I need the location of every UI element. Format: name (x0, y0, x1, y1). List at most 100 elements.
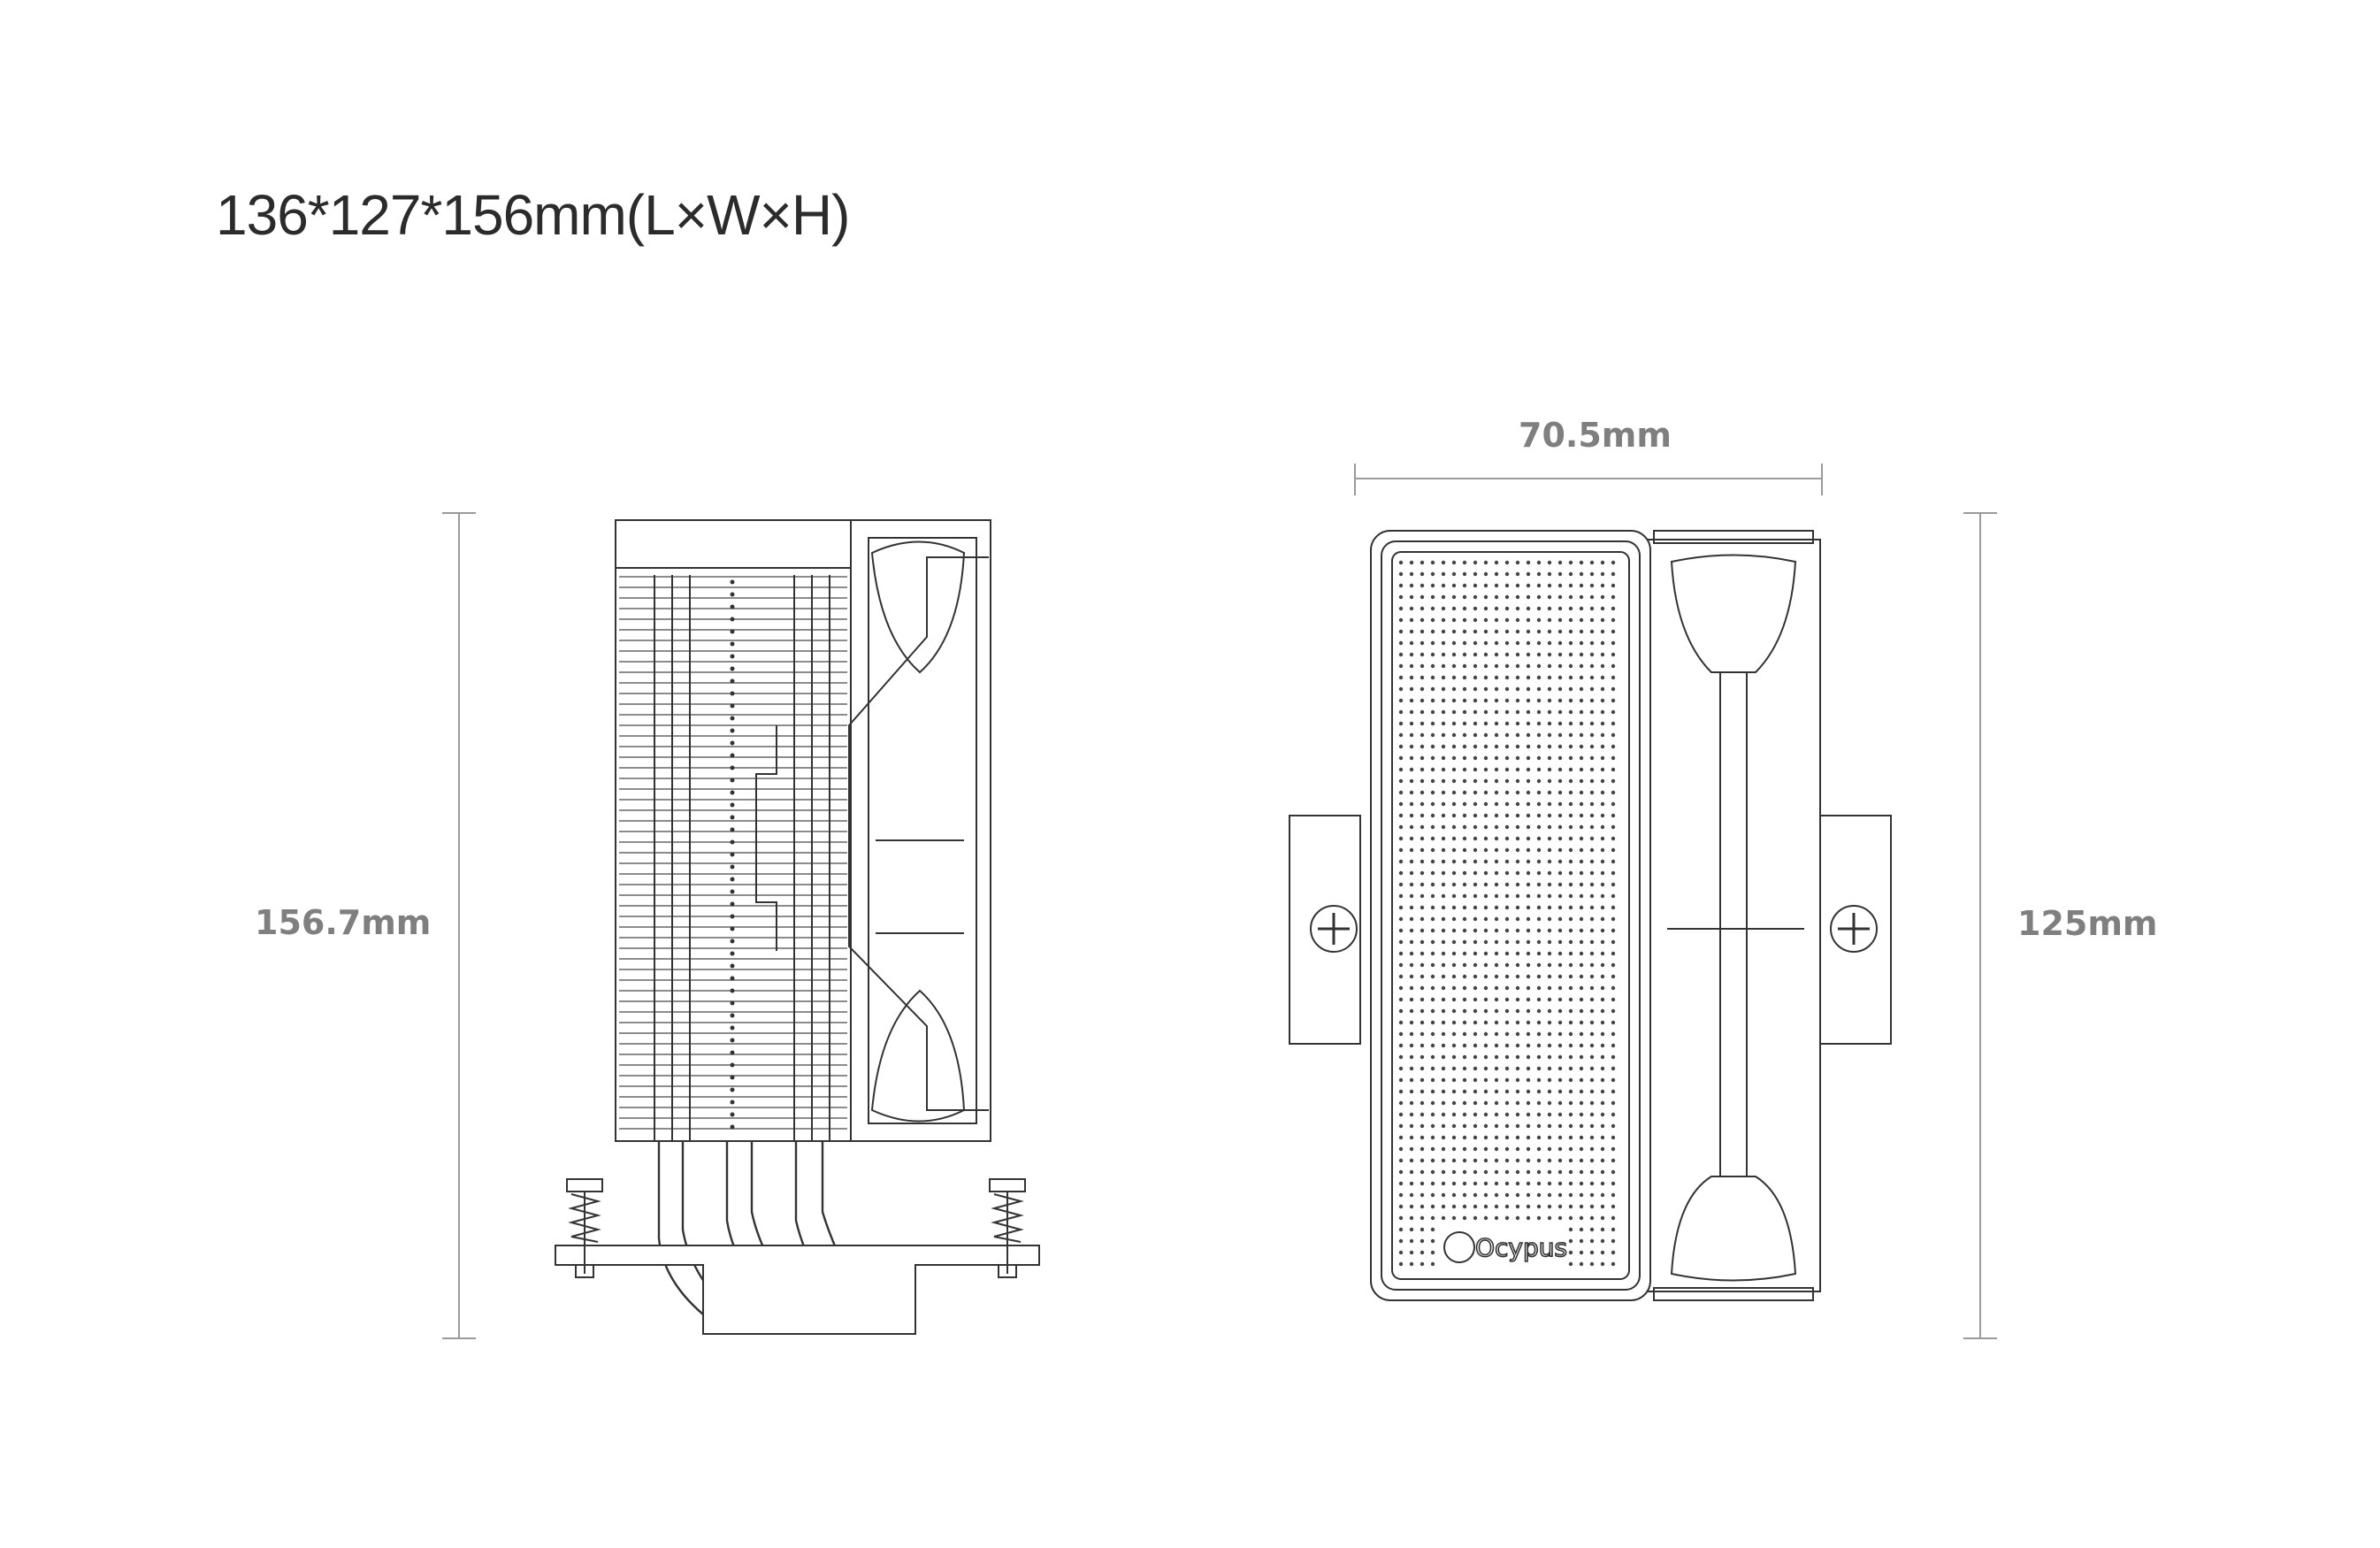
grille-dot (1515, 732, 1520, 738)
grille-dot (1611, 755, 1616, 761)
grille-dot (1579, 1077, 1584, 1083)
grille-dot (1611, 1031, 1616, 1037)
grille-dot (1547, 560, 1552, 565)
grille-dot (1504, 859, 1510, 864)
grille-dot (1441, 790, 1446, 795)
grille-dot (1420, 675, 1425, 680)
grille-dot (1579, 1215, 1584, 1221)
grille-dot (1451, 836, 1457, 841)
grille-dot (1451, 905, 1457, 910)
grille-dot (1568, 997, 1573, 1002)
grille-dot (1451, 767, 1457, 772)
grille-dot (1611, 1008, 1616, 1014)
grille-dot (1483, 744, 1488, 749)
grille-dot (1462, 870, 1467, 876)
grille-dot (1473, 790, 1478, 795)
grille-dot (1589, 790, 1595, 795)
grille-dot (1473, 1054, 1478, 1060)
grille-dot (1536, 1112, 1542, 1117)
grille-dot (1409, 1112, 1414, 1117)
grille-dot (1451, 1123, 1457, 1129)
grille-dot (1611, 859, 1616, 864)
grille-dot (1473, 1146, 1478, 1152)
grille-dot (1589, 767, 1595, 772)
grille-dot (1420, 813, 1425, 818)
grille-dot (1473, 617, 1478, 623)
grille-dot (1504, 1077, 1510, 1083)
grille-dot (1557, 755, 1563, 761)
grille-dot (1462, 974, 1467, 979)
fin-dot (730, 1050, 735, 1055)
grille-dot (1515, 870, 1520, 876)
grille-dot (1536, 882, 1542, 887)
grille-dot (1611, 962, 1616, 968)
grille-dot (1589, 1227, 1595, 1232)
fin-dot (730, 641, 735, 647)
grille-dot (1398, 1261, 1404, 1267)
grille-dot (1504, 594, 1510, 600)
grille-dot (1441, 1123, 1446, 1129)
grille-dot (1600, 1215, 1605, 1221)
grille-dot (1483, 1031, 1488, 1037)
grille-dot (1568, 1204, 1573, 1209)
grille-dot (1451, 1112, 1457, 1117)
grille-dot (1600, 583, 1605, 588)
grille-dot (1557, 790, 1563, 795)
grille-dot (1579, 721, 1584, 726)
grille-dot (1409, 928, 1414, 933)
grille-dot (1547, 962, 1552, 968)
grille-dot (1579, 974, 1584, 979)
grille-dot (1451, 928, 1457, 933)
grille-dot (1589, 939, 1595, 945)
grille-dot (1504, 1089, 1510, 1094)
grille-dot (1579, 801, 1584, 807)
grille-dot (1547, 1066, 1552, 1071)
grille-dot (1547, 732, 1552, 738)
grille-dot (1568, 1227, 1573, 1232)
grille-dot (1409, 836, 1414, 841)
grille-dot (1430, 1204, 1435, 1209)
grille-dot (1462, 1043, 1467, 1048)
grille-dot (1600, 1100, 1605, 1106)
grille-dot (1557, 767, 1563, 772)
grille-dot (1430, 1215, 1435, 1221)
grille-dot (1547, 928, 1552, 933)
grille-dot (1536, 755, 1542, 761)
grille-dot (1504, 836, 1510, 841)
grille-dot (1568, 778, 1573, 784)
grille-dot (1398, 1112, 1404, 1117)
grille-dot (1420, 1146, 1425, 1152)
grille-dot (1568, 790, 1573, 795)
grille-dot (1430, 1066, 1435, 1071)
grille-dot (1398, 1020, 1404, 1025)
grille-dot (1473, 1204, 1478, 1209)
grille-dot (1451, 997, 1457, 1002)
grille-dot (1526, 1169, 1531, 1175)
grille-dot (1420, 686, 1425, 692)
grille-dot (1398, 686, 1404, 692)
grille-dot (1462, 755, 1467, 761)
grille-dot (1441, 870, 1446, 876)
grille-dot (1409, 709, 1414, 715)
grille-dot (1557, 1158, 1563, 1163)
grille-dot (1441, 744, 1446, 749)
grille-dot (1483, 1215, 1488, 1221)
grille-dot (1504, 755, 1510, 761)
grille-dot (1473, 928, 1478, 933)
grille-dot (1536, 962, 1542, 968)
grille-dot (1462, 916, 1467, 922)
grille-dot (1589, 1135, 1595, 1140)
grille-dot (1494, 721, 1499, 726)
grille-dot (1441, 962, 1446, 968)
grille-dot (1473, 836, 1478, 841)
grille-dot (1430, 640, 1435, 646)
grille-dot (1420, 951, 1425, 956)
grille-dot (1441, 939, 1446, 945)
grille-dot (1515, 1181, 1520, 1186)
grille-dot (1504, 1204, 1510, 1209)
grille-dot (1451, 640, 1457, 646)
fan-blade-front-bottom (1670, 1176, 1797, 1282)
grille-dot (1579, 939, 1584, 945)
grille-dot (1441, 1158, 1446, 1163)
grille-dot (1568, 583, 1573, 588)
